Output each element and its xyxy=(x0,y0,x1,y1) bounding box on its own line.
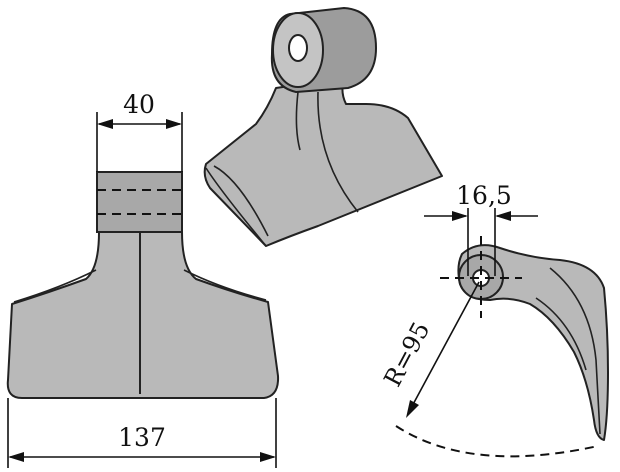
iso-hub-hole xyxy=(288,34,308,62)
side-view-bevel xyxy=(535,297,587,371)
hub-block xyxy=(96,171,183,233)
left-shoulder-edge xyxy=(13,269,97,303)
arrow-left-icon xyxy=(97,119,113,129)
arrow-right-icon xyxy=(260,452,276,462)
arrow-icon xyxy=(406,400,419,418)
arrow-left-icon xyxy=(452,211,468,221)
dimension-40-label: 40 xyxy=(123,90,155,119)
dimension-40: 40 xyxy=(96,90,183,172)
arrow-right-icon xyxy=(166,119,182,129)
side-view-blade xyxy=(395,236,609,458)
dimension-16-5-label: 16,5 xyxy=(456,181,512,210)
arrow-left-icon xyxy=(8,452,24,462)
iso-rib-curve xyxy=(317,91,359,213)
radius-arc xyxy=(395,425,599,458)
front-view-outline xyxy=(6,171,280,399)
right-shoulder-edge xyxy=(183,269,267,301)
radius-line xyxy=(409,281,480,411)
dimension-16-5: 16,5 xyxy=(424,181,538,276)
iso-blade-body xyxy=(203,77,443,247)
iso-rib-inner xyxy=(295,91,301,151)
dimension-r95: R=95 xyxy=(378,281,480,418)
dimension-137: 137 xyxy=(7,398,277,468)
front-view-blade xyxy=(6,171,280,399)
side-view-inner-edge xyxy=(549,267,601,435)
iso-blade-bevel xyxy=(213,165,269,237)
dimension-137-label: 137 xyxy=(118,423,166,452)
isometric-view-blade xyxy=(203,7,443,247)
arrow-right-icon xyxy=(495,211,511,221)
iso-blade-edge xyxy=(205,167,267,247)
